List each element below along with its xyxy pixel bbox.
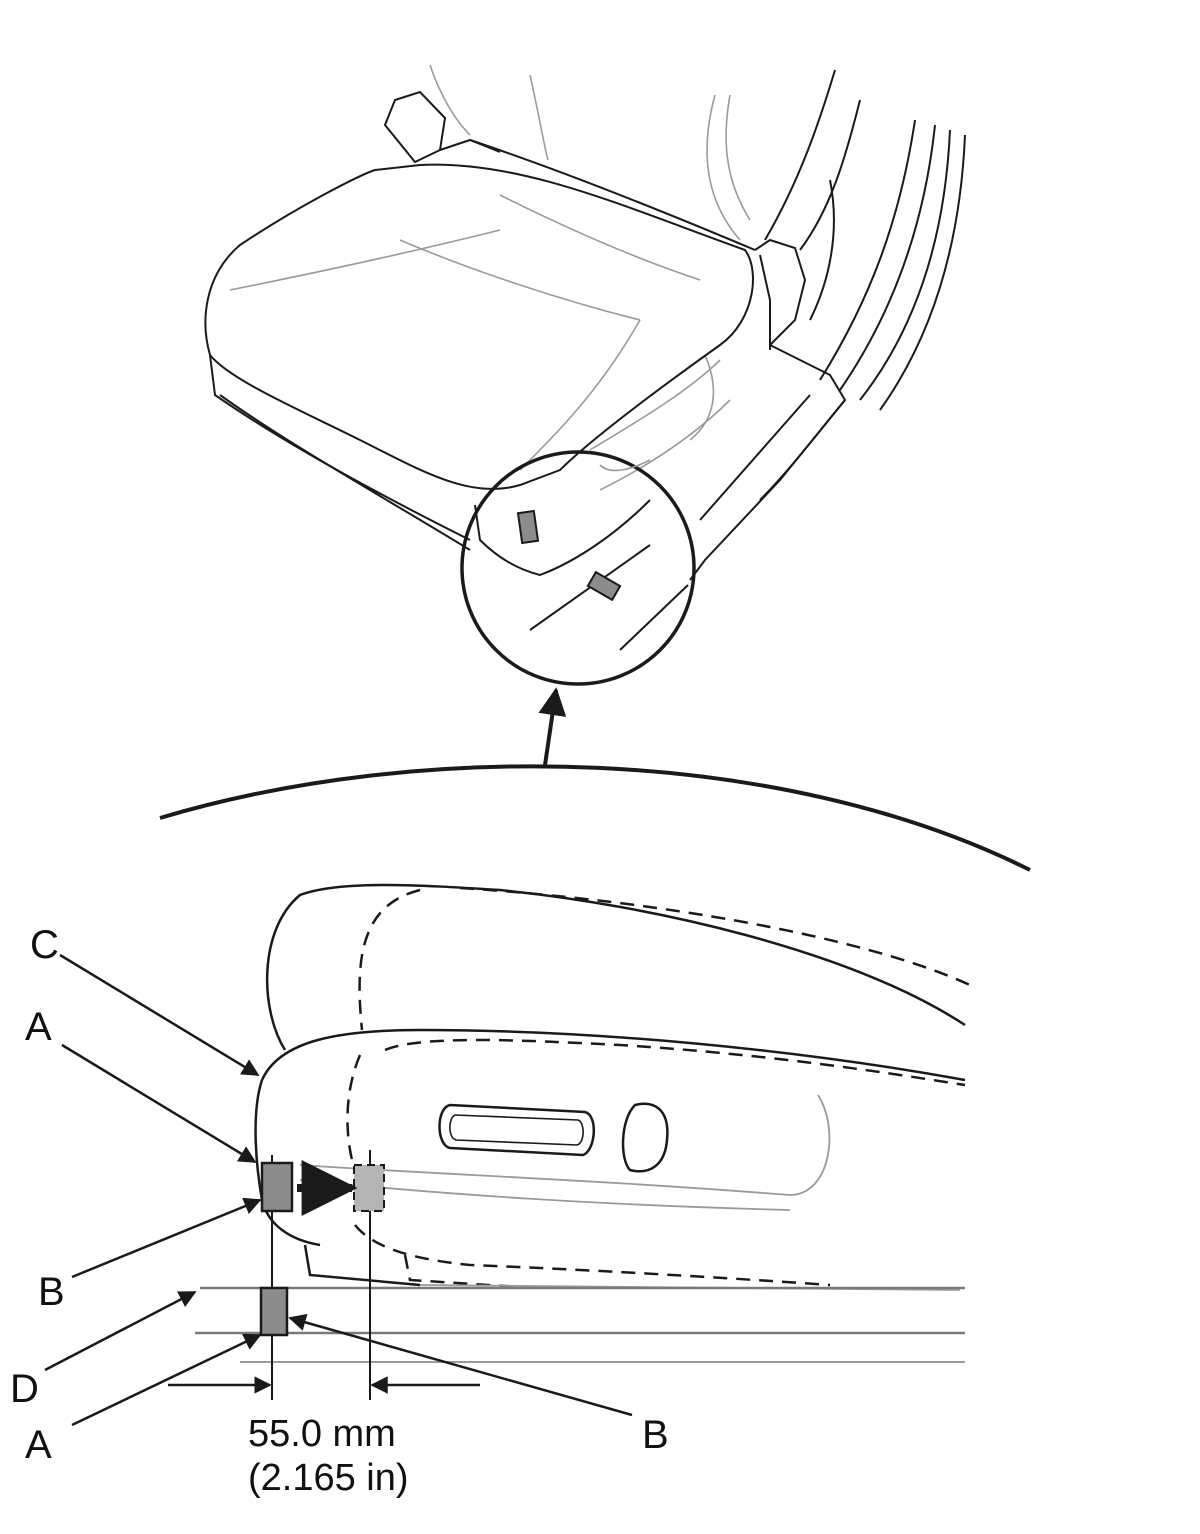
seat-overview-illustration	[204, 64, 966, 581]
label-d: D	[10, 1367, 39, 1411]
label-c: C	[30, 923, 59, 967]
detail-connector-arc	[159, 764, 1031, 872]
dimension-imperial: (2.165 in)	[248, 1457, 409, 1499]
detail-magnifier-circle	[460, 450, 696, 686]
dimension-metric: 55.0 mm	[248, 1413, 396, 1455]
clip-marker-lower	[586, 570, 622, 602]
rail-marker	[259, 1286, 289, 1337]
clip-marker-a-moved	[353, 1164, 385, 1212]
label-b-right: B	[642, 1413, 669, 1457]
detail-arrow	[538, 687, 567, 766]
label-a-bottom: A	[25, 1423, 52, 1467]
callout-leaders	[44, 953, 633, 1427]
label-b-left: B	[38, 1270, 65, 1314]
label-a-top: A	[25, 1005, 52, 1049]
clip-marker-upper	[516, 509, 540, 545]
clip-marker-a	[260, 1161, 294, 1213]
